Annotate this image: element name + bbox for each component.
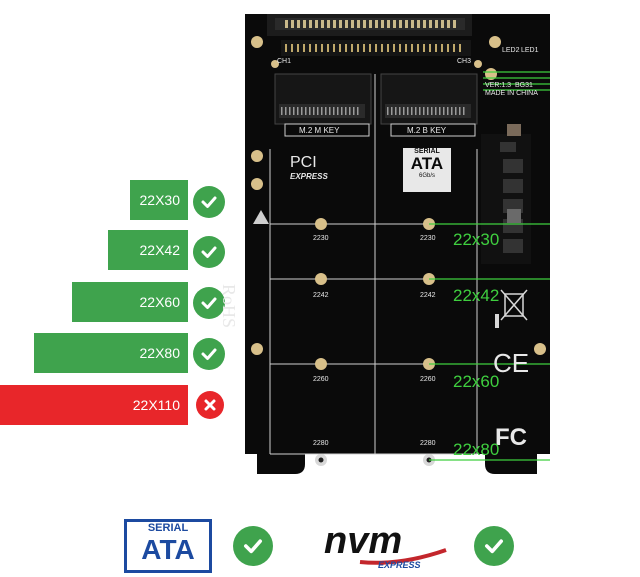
check-icon xyxy=(233,526,273,566)
fc-mark: FC xyxy=(495,424,527,451)
made-label: MADE IN CHINA xyxy=(485,90,538,97)
length-label-22x60: 22x60 xyxy=(453,372,500,391)
size-label: 22X30 xyxy=(139,192,180,208)
ch3-label: CH3 xyxy=(457,58,472,65)
size-bar-22x42: 22X42 xyxy=(108,230,188,270)
ch1-label: CH1 xyxy=(277,58,292,65)
rohs-mark: RoHS xyxy=(219,284,239,329)
sata-logo-board: SERIAL ATA 6Gb/s xyxy=(403,148,451,192)
size-bar-22x30: 22X30 xyxy=(130,180,188,220)
hole-label: 2280 xyxy=(313,440,329,447)
check-icon xyxy=(193,186,225,218)
express-text: EXPRESS xyxy=(378,560,421,570)
size-bar-22x80: 22X80 xyxy=(34,333,188,373)
size-label: 22X60 xyxy=(139,294,180,310)
sata-top-text: SERIAL xyxy=(414,148,440,155)
ce-mark: CE xyxy=(493,348,530,378)
check-icon xyxy=(193,287,225,319)
hole-label: 2260 xyxy=(420,376,436,383)
cross-icon xyxy=(196,391,224,419)
sata-logo-top: SERIAL xyxy=(147,522,189,534)
hole-label: 2242 xyxy=(420,292,436,299)
length-label-22x80: 22x80 xyxy=(453,440,500,459)
hole-label: 2230 xyxy=(313,235,329,242)
slot-left-label: M.2 M KEY xyxy=(299,126,340,135)
hole-label: 2260 xyxy=(313,376,329,383)
sata-logo-main: ATA xyxy=(141,534,195,565)
check-icon xyxy=(474,526,514,566)
pci-express-logo: PCI EXPRESS xyxy=(290,154,328,181)
sata-main-text: ATA xyxy=(410,154,444,173)
pci-logo-text: PCI xyxy=(290,154,317,171)
hole-label: 2280 xyxy=(420,440,436,447)
hole-label: 2242 xyxy=(313,292,329,299)
size-bar-22x60: 22X60 xyxy=(72,282,188,322)
check-icon xyxy=(193,236,225,268)
nvm-express-logo: nvm EXPRESS xyxy=(320,520,460,572)
size-label: 22X80 xyxy=(139,345,180,361)
ver-label: VER:1.3 xyxy=(485,82,512,89)
length-label-22x42: 22x42 xyxy=(453,286,500,305)
check-icon xyxy=(193,338,225,370)
adapter-board: M.2 M KEY M.2 B KEY PCI EXPRESS SERIAL A… xyxy=(219,14,550,474)
sata-logo: SERIAL ATA xyxy=(124,519,212,573)
led1-label: LED2 xyxy=(502,47,520,54)
size-bar-22x110: 22X110 xyxy=(0,385,188,425)
size-label: 22X110 xyxy=(132,397,180,413)
length-label-22x30: 22x30 xyxy=(453,230,500,249)
ver2-label: BG31 xyxy=(515,82,533,89)
slot-right-label: M.2 B KEY xyxy=(407,126,447,135)
hole-label: 2230 xyxy=(420,235,436,242)
led2-label: LED1 xyxy=(521,47,539,54)
pci-logo-sub: EXPRESS xyxy=(290,172,328,181)
sata-sub-text: 6Gb/s xyxy=(418,173,435,179)
nvm-text: nvm xyxy=(324,520,403,562)
size-label: 22X42 xyxy=(139,242,180,258)
